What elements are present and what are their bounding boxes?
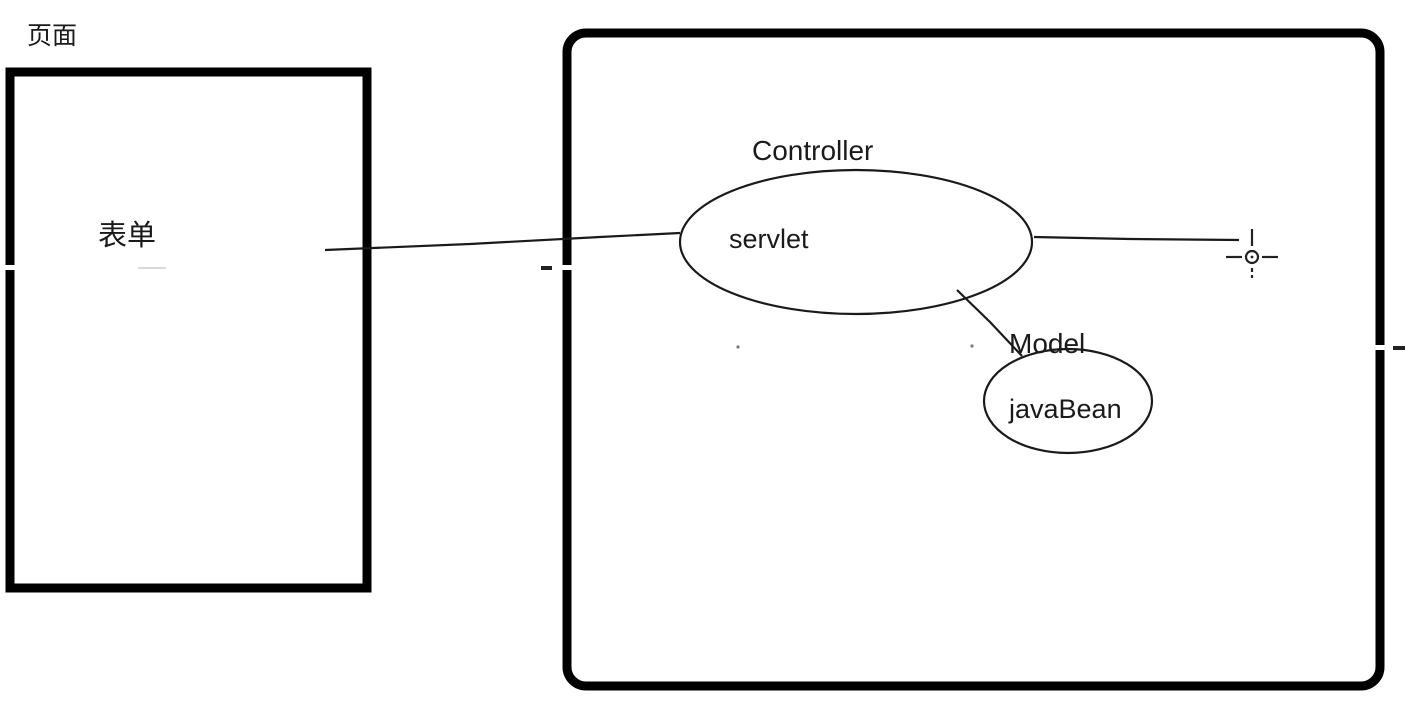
page-rectangle[interactable] (5, 67, 372, 593)
ink-dot-right (970, 344, 974, 348)
faint-marker-under-form-label (138, 267, 166, 269)
page-rectangle-left-handle-gap (1, 265, 15, 270)
servlet-ellipse[interactable] (678, 168, 1034, 316)
server-rounded-rectangle[interactable] (562, 28, 1385, 691)
handle-dash-left-of-server (541, 266, 552, 270)
server-rect-right-handle-gap (1372, 345, 1390, 350)
crosshair-cursor (1226, 229, 1278, 278)
crosshair-center-dot (1250, 255, 1254, 259)
javabean-label: javaBean (1009, 394, 1122, 424)
connector-servlet-to-javabean[interactable] (956, 289, 1023, 357)
connector-form-to-servlet[interactable] (324, 231, 681, 252)
handle-dash-right-of-server (1393, 346, 1405, 350)
connector-servlet-to-right[interactable] (1033, 235, 1240, 242)
servlet-label: servlet (729, 224, 809, 254)
javabean-ellipse[interactable] (982, 347, 1154, 455)
ink-dot-left (736, 345, 740, 349)
controller-label: Controller (752, 135, 874, 166)
form-label: 表单 (98, 220, 157, 252)
crosshair-center-circle (1244, 249, 1260, 265)
model-label: Model (1009, 328, 1086, 359)
server-rect-left-handle-gap (558, 265, 576, 270)
page-label: 页面 (27, 22, 78, 50)
